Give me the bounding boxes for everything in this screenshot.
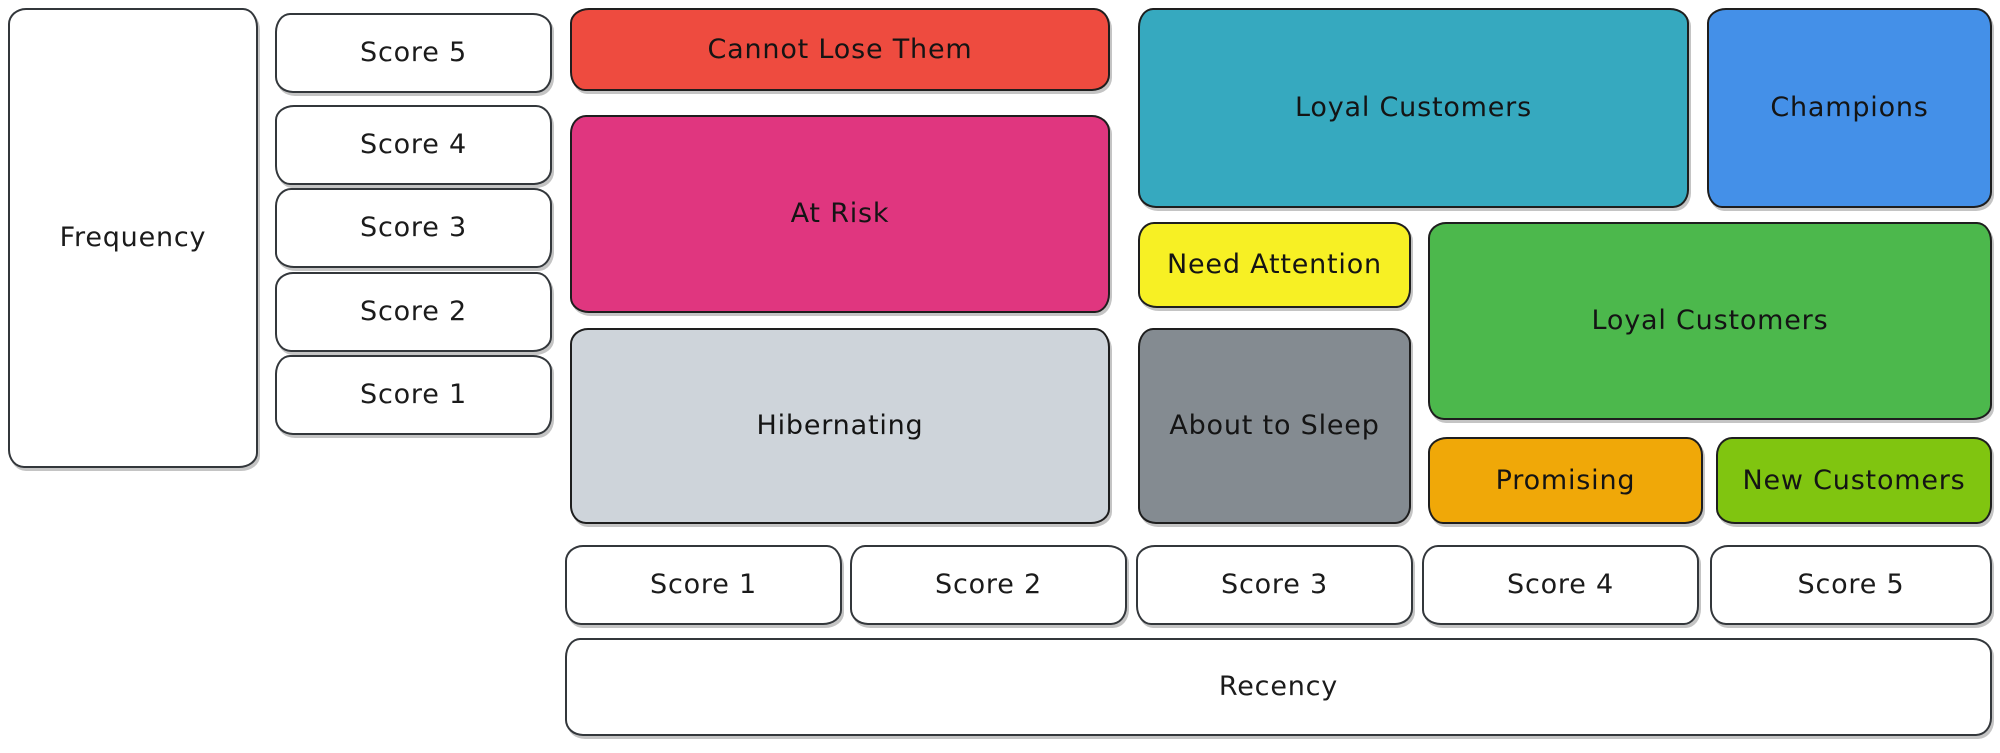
frequency-axis-text: Frequency [59,222,207,254]
recency-score-1: Score 1 [565,545,842,625]
recency-score-2: Score 2 [850,545,1127,625]
segment-need-attention-label: Need Attention [1167,249,1382,281]
segment-loyal-customers-teal-label: Loyal Customers [1295,92,1532,124]
recency-axis-text: Recency [1218,671,1339,703]
segment-new-customers-label: New Customers [1742,464,1966,496]
segment-at-risk[interactable]: At Risk [570,115,1110,313]
segment-champions-label: Champions [1770,92,1929,124]
segment-promising-label: Promising [1495,464,1636,496]
segment-cannot-lose-them-label: Cannot Lose Them [707,33,973,65]
frequency-axis-label: Frequency [8,8,258,468]
segment-cannot-lose-them[interactable]: Cannot Lose Them [570,8,1110,91]
segment-loyal-customers-green-label: Loyal Customers [1591,305,1829,337]
recency-axis-label: Recency [565,638,1992,736]
segment-loyal-customers-green[interactable]: Loyal Customers [1428,222,1992,420]
segment-hibernating[interactable]: Hibernating [570,328,1110,524]
segment-at-risk-label: At Risk [790,198,890,230]
segment-about-to-sleep[interactable]: About to Sleep [1138,328,1411,524]
segment-loyal-customers-teal[interactable]: Loyal Customers [1138,8,1689,208]
segment-hibernating-label: Hibernating [756,410,924,442]
segment-need-attention[interactable]: Need Attention [1138,222,1411,308]
frequency-score-5: Score 5 [275,13,552,93]
recency-score-5: Score 5 [1710,545,1992,625]
recency-score-3: Score 3 [1136,545,1413,625]
frequency-score-4: Score 4 [275,105,552,185]
segment-promising[interactable]: Promising [1428,437,1703,524]
frequency-score-2: Score 2 [275,272,552,352]
segment-new-customers[interactable]: New Customers [1716,437,1992,524]
recency-score-4: Score 4 [1422,545,1699,625]
segment-champions[interactable]: Champions [1707,8,1992,208]
segment-about-to-sleep-label: About to Sleep [1169,410,1380,442]
frequency-score-1: Score 1 [275,355,552,435]
frequency-score-3: Score 3 [275,188,552,268]
